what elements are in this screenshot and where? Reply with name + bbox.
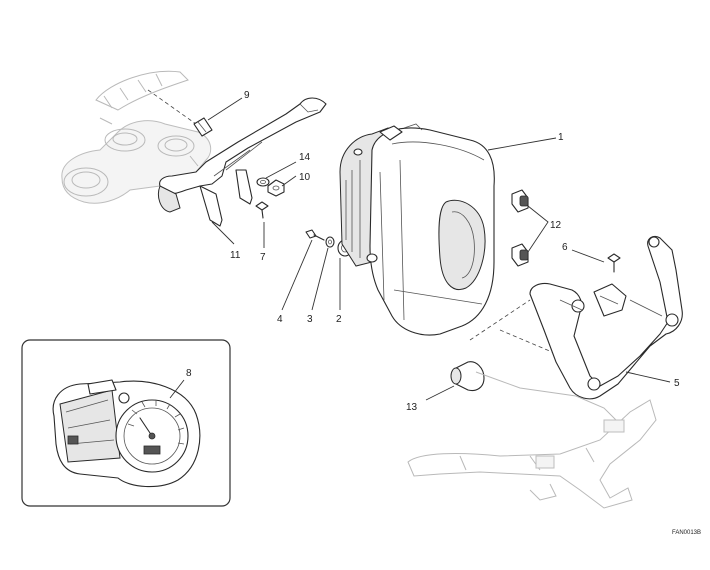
- part-1-airbox: [339, 123, 495, 336]
- part-6-screw: [607, 253, 621, 273]
- leader-lines: [169, 97, 671, 401]
- callout-14: 14: [299, 152, 311, 163]
- part-3-washer: [325, 236, 335, 248]
- callout-11: 11: [230, 250, 241, 261]
- part-10-nut: [267, 179, 285, 197]
- frame-ghost: [407, 371, 657, 509]
- callout-3: 3: [307, 314, 313, 325]
- inset-instrument-panel: [21, 339, 231, 507]
- callout-8: 8: [186, 368, 192, 379]
- callout-12: 12: [550, 220, 562, 231]
- part-11-bracket: [157, 97, 327, 227]
- part-13-bumper: [450, 361, 485, 392]
- part-4-screw: [305, 229, 325, 241]
- callout-5: 5: [674, 378, 680, 389]
- callout-labels: 1 2 3 4 5 6 7 8 9 10 11 12 13 14: [186, 90, 680, 413]
- callout-9: 9: [244, 90, 250, 101]
- part-9-spacer: [147, 89, 213, 137]
- callout-13: 13: [406, 402, 418, 413]
- callout-6: 6: [562, 242, 568, 253]
- callout-2: 2: [336, 314, 342, 325]
- part-14-washer: [256, 177, 270, 187]
- part-12-mounts: [511, 189, 529, 267]
- part-5-bracket: [469, 235, 683, 400]
- callout-7: 7: [260, 252, 266, 263]
- callout-10: 10: [299, 172, 311, 183]
- drawing-code: FAN0013B: [672, 530, 701, 536]
- part-8-instrument-cluster: [52, 379, 201, 488]
- callout-4: 4: [277, 314, 283, 325]
- callout-1: 1: [558, 132, 564, 143]
- part-7-screw: [255, 201, 269, 219]
